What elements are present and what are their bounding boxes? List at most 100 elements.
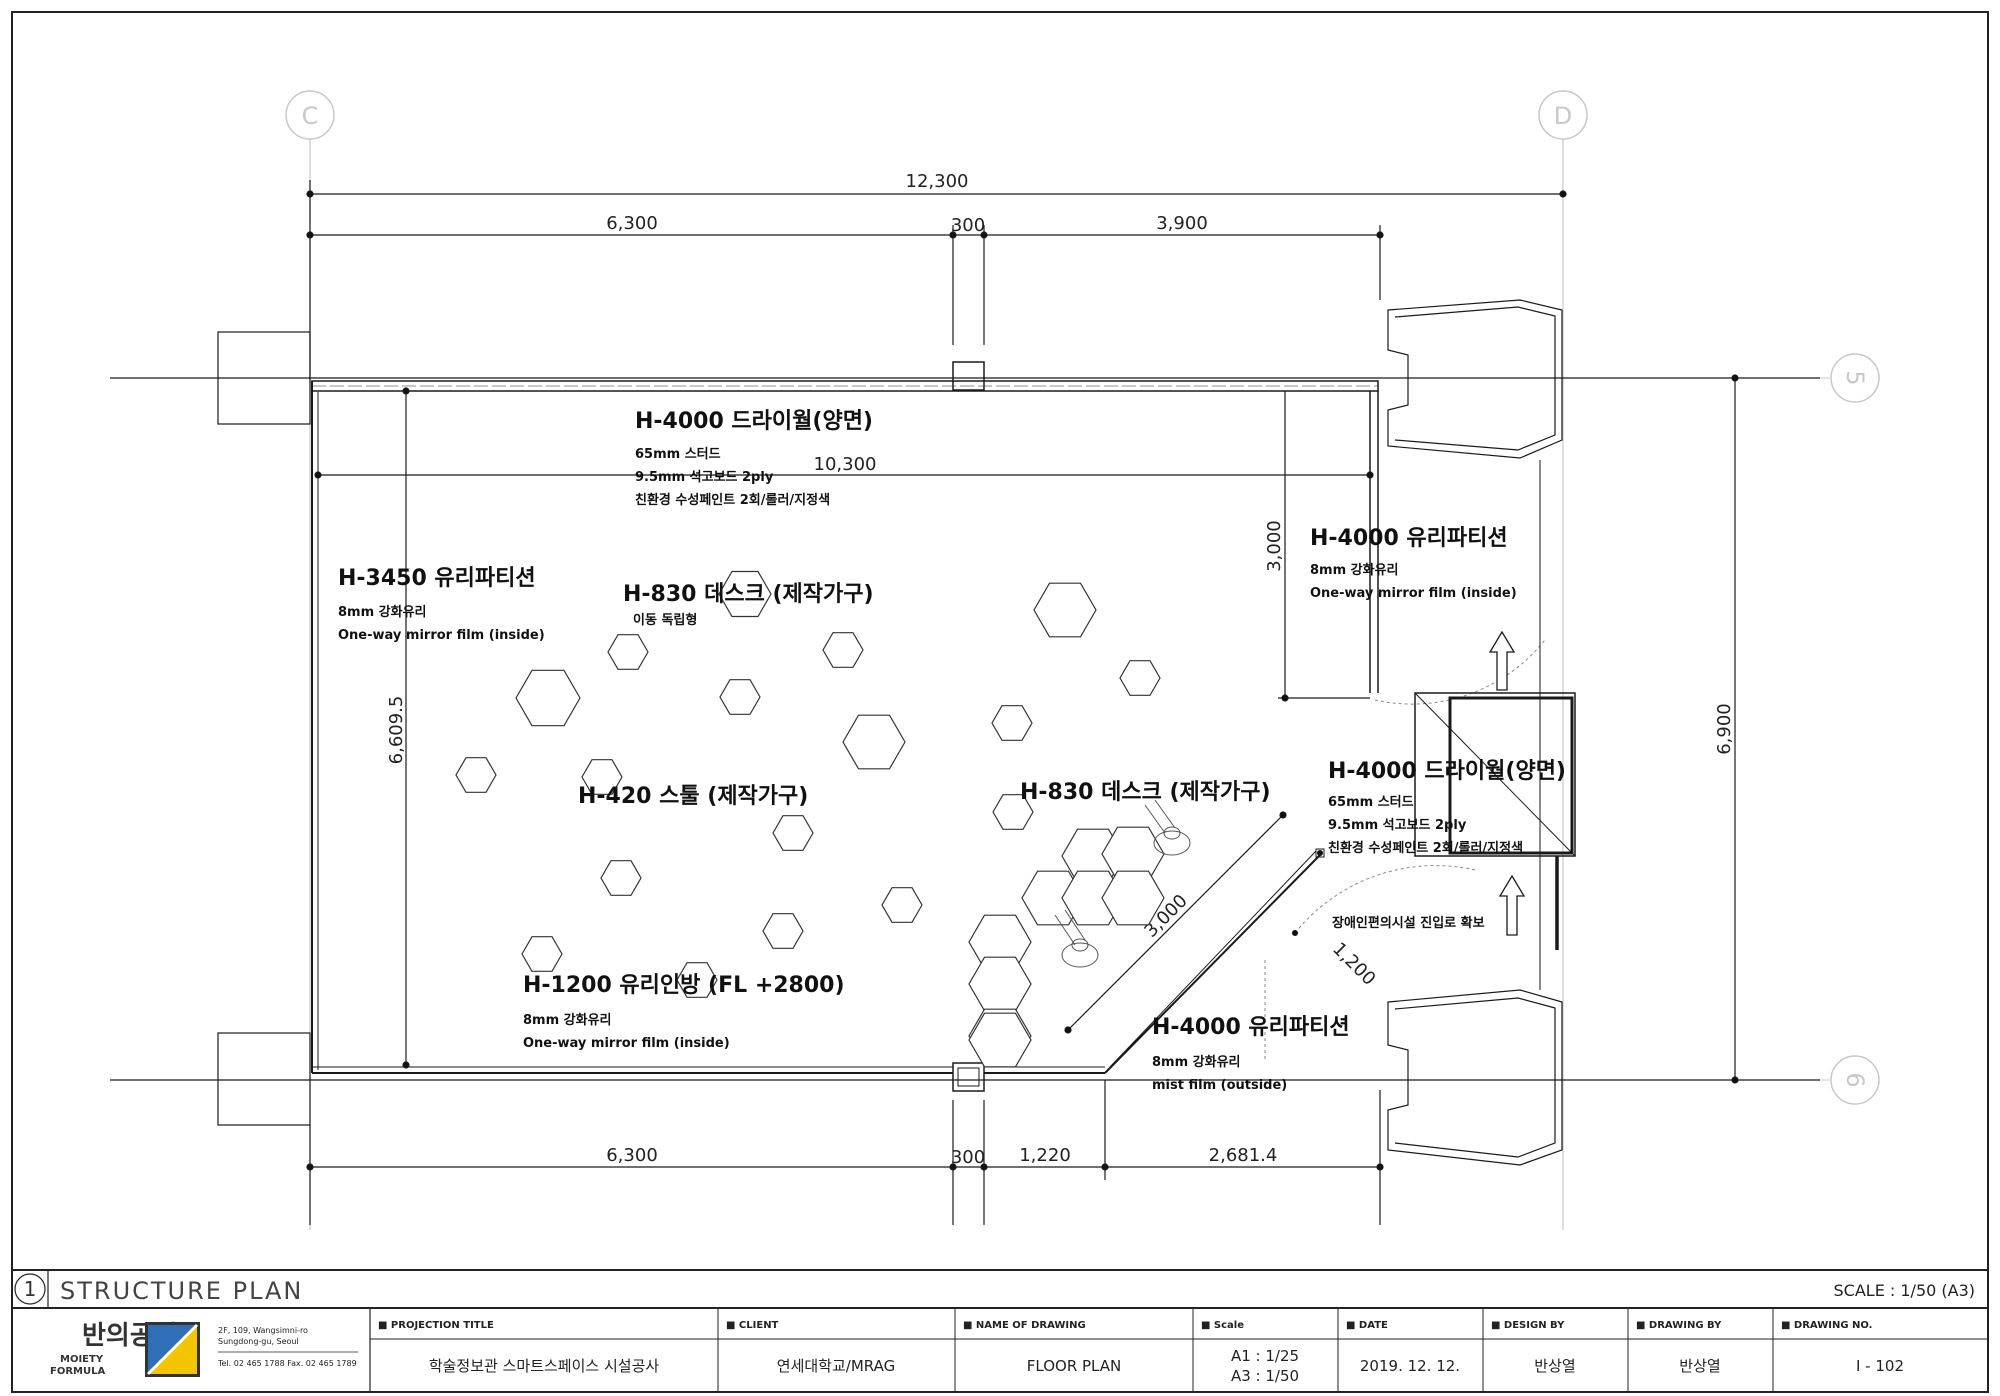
field-value-drawing-no: I - 102 (1856, 1357, 1904, 1375)
field-value-project: 학술정보관 스마트스페이스 시설공사 (429, 1357, 660, 1375)
right-structure (1387, 299, 1563, 1166)
dim-inner-width: 10,300 (814, 454, 877, 475)
stool-hexagon (1119, 660, 1161, 696)
svg-text:Tel. 02 465 1788 Fax. 02 465 1: Tel. 02 465 1788 Fax. 02 465 1789 (217, 1359, 357, 1368)
svg-text:FORMULA: FORMULA (50, 1366, 105, 1377)
annotation-stool: H-420 스툴 (제작가구) (578, 784, 808, 809)
desk-hexagon (968, 956, 1032, 1012)
field-label-drawing-by: ■ DRAWING BY (1636, 1320, 1722, 1331)
field-label-scale: ■ Scale (1201, 1320, 1244, 1331)
annotation-desk-mobile: H-830 데스크 (제작가구) 이동 독립형 (623, 582, 874, 628)
svg-text:H-4000 드라이월(양면): H-4000 드라이월(양면) (635, 409, 873, 434)
field-value-design-by: 반상열 (1534, 1357, 1575, 1375)
desk-hexagon (515, 669, 581, 727)
stool-hexagon (992, 794, 1034, 830)
grid-lines (309, 130, 1564, 1230)
svg-text:8mm 강화유리: 8mm 강화유리 (1310, 562, 1399, 578)
field-label-project: ■ PROJECTION TITLE (378, 1320, 494, 1331)
dim-bottom-a: 1,220 (1019, 1145, 1071, 1166)
dim-top-right: 3,900 (1156, 213, 1208, 234)
dim-bottom-left: 6,300 (606, 1145, 658, 1166)
annotation-desk-center: H-830 데스크 (제작가구) (1020, 780, 1271, 805)
svg-text:Sungdong-gu, Seoul: Sungdong-gu, Seoul (218, 1337, 299, 1346)
annotation-drywall-right: H-4000 드라이월(양면) 65mm 스터드 9.5mm 석고보드 2ply… (1328, 759, 1566, 856)
grid-bubble-5: 5 (1820, 353, 1880, 403)
desk-hexagon (718, 570, 772, 618)
desk-hexagon (842, 714, 906, 770)
svg-text:One-way mirror film (inside): One-way mirror film (inside) (523, 1036, 730, 1051)
grid-bubble-6: 6 (1820, 1055, 1880, 1105)
stool-hexagon (762, 913, 804, 949)
drawing-frame (11, 11, 1989, 1393)
plan-title: STRUCTURE PLAN (60, 1277, 303, 1305)
field-value-date: 2019. 12. 12. (1360, 1357, 1460, 1375)
svg-text:65mm 스터드: 65mm 스터드 (635, 446, 721, 462)
svg-text:친환경 수성페인트 2회/롤러/지정색: 친환경 수성페인트 2회/롤러/지정색 (635, 492, 830, 508)
svg-text:5: 5 (1841, 370, 1869, 385)
row-axis-lines (110, 377, 1820, 1081)
stool-hexagon (455, 757, 497, 793)
dim-right-height: 6,900 (1714, 703, 1735, 755)
dim-right-partition: 3,000 (1264, 520, 1285, 572)
dim-door-width: 1,200 (1328, 938, 1379, 989)
svg-text:이동 독립형: 이동 독립형 (633, 612, 697, 628)
annotation-glass-lintel: H-1200 유리인방 (FL +2800) 8mm 강화유리 One-way … (523, 973, 845, 1051)
stool-hexagon (521, 936, 563, 972)
svg-text:mist film (outside): mist film (outside) (1152, 1078, 1287, 1093)
svg-text:H-4000 드라이월(양면): H-4000 드라이월(양면) (1328, 759, 1566, 784)
svg-text:D: D (1554, 102, 1572, 130)
stool-hexagon (772, 815, 814, 851)
inner-dimensions (314, 374, 1739, 1084)
svg-text:65mm 스터드: 65mm 스터드 (1328, 794, 1414, 810)
svg-text:H-3450 유리파티션: H-3450 유리파티션 (338, 566, 536, 591)
annotation-drywall-top: H-4000 드라이월(양면) 65mm 스터드 9.5mm 석고보드 2ply… (635, 409, 873, 508)
field-value-drawing-name: FLOOR PLAN (1027, 1357, 1121, 1375)
title-block (369, 1308, 1988, 1392)
svg-text:6: 6 (1841, 1072, 1869, 1087)
grid-bubble-d: D (1538, 90, 1588, 140)
field-label-drawing-no: ■ DRAWING NO. (1781, 1320, 1872, 1331)
annotation-glass-partition-mist: H-4000 유리파티션 8mm 강화유리 mist film (outside… (1152, 1015, 1350, 1093)
svg-text:9.5mm 석고보드 2ply: 9.5mm 석고보드 2ply (635, 470, 774, 485)
svg-text:H-830 데스크 (제작가구): H-830 데스크 (제작가구) (1020, 780, 1271, 805)
field-value-drawing-by: 반상열 (1679, 1357, 1720, 1375)
stool-hexagon (881, 887, 923, 923)
title-block-fields: ■ PROJECTION TITLE 학술정보관 스마트스페이스 시설공사 ■ … (378, 1320, 1904, 1385)
top-dimensions (306, 180, 1567, 380)
accessibility-note: 장애인편의시설 진입로 확보 (1332, 915, 1485, 931)
field-value-scale-a1: A1 : 1/25 (1231, 1347, 1299, 1365)
furniture-hexagons (455, 570, 1165, 1068)
stool-hexagon (822, 632, 864, 668)
svg-text:2F, 109, Wangsimni-ro: 2F, 109, Wangsimni-ro (218, 1326, 308, 1335)
dim-bottom-b: 2,681.4 (1209, 1145, 1278, 1166)
svg-text:MOIETY: MOIETY (60, 1354, 104, 1365)
chair-figures (1054, 799, 1191, 968)
field-value-scale-a3: A3 : 1/50 (1231, 1367, 1299, 1385)
plan-scale: SCALE : 1/50 (A3) (1834, 1281, 1975, 1300)
svg-text:H-420 스툴 (제작가구): H-420 스툴 (제작가구) (578, 784, 808, 809)
dim-top-mid: 300 (951, 215, 985, 236)
grid-bubble-c: C (285, 90, 335, 140)
title-bar: 1 STRUCTURE PLAN SCALE : 1/50 (A3) (12, 1269, 1988, 1309)
annotation-glass-partition-right: H-4000 유리파티션 8mm 강화유리 One-way mirror fil… (1310, 526, 1517, 601)
company-logo: 반의공식 MOIETY FORMULA 2F, 109, Wangsimni-r… (50, 1321, 358, 1377)
svg-text:H-4000 유리파티션: H-4000 유리파티션 (1310, 526, 1508, 551)
dim-left-height: 6,609.5 (386, 696, 407, 765)
svg-text:One-way mirror film (inside): One-way mirror film (inside) (338, 628, 545, 643)
dim-bottom-mid: 300 (951, 1147, 985, 1168)
dim-top-total: 12,300 (906, 171, 969, 192)
plan-number: 1 (24, 1277, 37, 1301)
field-label-client: ■ CLIENT (726, 1320, 779, 1331)
stool-hexagon (607, 634, 649, 670)
field-label-drawing-name: ■ NAME OF DRAWING (963, 1320, 1086, 1331)
access-arrows (1488, 630, 1526, 936)
room-walls (311, 361, 1379, 1092)
svg-text:One-way mirror film (inside): One-way mirror film (inside) (1310, 586, 1517, 601)
svg-text:H-830 데스크 (제작가구): H-830 데스크 (제작가구) (623, 582, 874, 607)
annotation-glass-partition-left: H-3450 유리파티션 8mm 강화유리 One-way mirror fil… (338, 566, 545, 643)
left-columns (217, 331, 311, 1126)
svg-text:9.5mm 석고보드 2ply: 9.5mm 석고보드 2ply (1328, 818, 1467, 833)
field-label-date: ■ DATE (1346, 1320, 1388, 1331)
bottom-dimensions (306, 1080, 1384, 1225)
